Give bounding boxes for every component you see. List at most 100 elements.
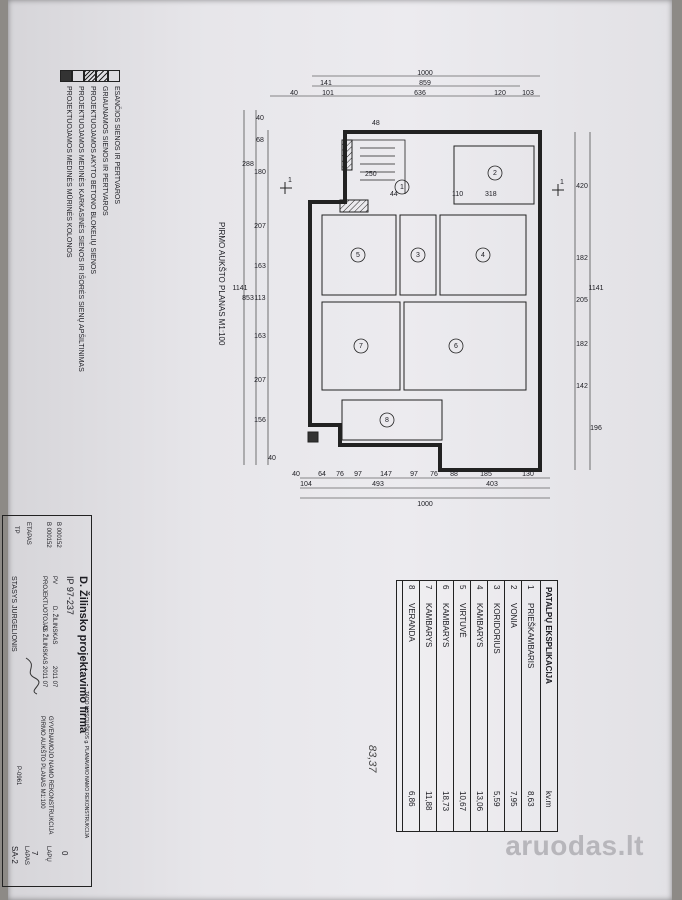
role-name: D. ŽILINSKAS <box>41 626 47 665</box>
dim-label: 40 <box>256 115 264 122</box>
dim-label: 1000 <box>417 70 433 77</box>
row-number: 6 <box>441 585 450 590</box>
row-number: 4 <box>475 585 484 590</box>
dim-label: 64 <box>318 471 326 478</box>
dim-label: 1141 <box>588 285 603 292</box>
inner-dim-label: 48 <box>372 120 380 127</box>
address: TADO KOSCIUŠKOS g. PLANAVIMO NAMO REKONS… <box>83 691 89 839</box>
stairs <box>350 139 406 194</box>
object-title: GYVENAMOJO NAMO REKONSTRUKCIJA <box>47 716 53 835</box>
dim-label: 104 <box>300 481 312 488</box>
row-area: 11,88 <box>424 791 433 811</box>
room-5-outline <box>321 214 397 296</box>
room-marker <box>350 247 366 263</box>
legend-item: ESANČIOS SIENOS IR PERTVAROS <box>113 86 120 204</box>
legend-swatch <box>84 70 96 82</box>
legend-swatch <box>96 70 108 82</box>
dim-label: 403 <box>486 481 498 488</box>
dim-label: 88 <box>450 471 458 478</box>
row-area: 18,73 <box>441 791 450 812</box>
role-date: 2011 07 <box>41 666 47 688</box>
dimension-lines-bottom <box>300 477 550 499</box>
room-8-outline <box>341 399 443 441</box>
room-number: 1 <box>400 184 404 191</box>
inner-dim-label: 110 <box>452 191 463 198</box>
dimension-lines-left <box>243 110 269 465</box>
row-number: 7 <box>424 585 433 590</box>
room-7-outline <box>321 301 401 391</box>
dim-label: 196 <box>590 425 602 432</box>
dim-label: 97 <box>354 471 362 478</box>
row-name: KAMBARYS <box>441 603 450 648</box>
legend: ESANČIOS SIENOS IR PERTVAROS GRIAUNAMOS … <box>58 70 120 372</box>
sheets-label: LAPŲ <box>45 846 51 862</box>
inner-dim-label: 250 <box>365 171 377 178</box>
signature-scribble <box>25 657 40 695</box>
room-marker <box>379 412 395 428</box>
dimension-lines-right <box>574 132 591 470</box>
role-date: 2011 07 <box>51 666 57 688</box>
watermark: aruodas.lt <box>505 830 644 861</box>
row-name: KAMBARYS <box>424 603 433 648</box>
object-subtitle: PIRMO AUKŠTO PLANAS M1:100 <box>39 716 45 809</box>
dim-label: 130 <box>522 471 534 478</box>
row-area: 5,59 <box>492 791 501 807</box>
row-name: VERANDA <box>407 603 416 642</box>
role: PV <box>51 576 57 585</box>
dim-label: 120 <box>494 90 506 97</box>
dim-label: 182 <box>576 341 588 348</box>
column <box>307 431 319 443</box>
room-number: 2 <box>493 170 497 177</box>
dim-label: 853 <box>242 295 254 302</box>
section-mark-right <box>552 184 564 196</box>
row-name: KAMBARYS <box>475 603 484 648</box>
plan-title: PIRMO AUKŠTO PLANAS M1:100 <box>217 222 226 346</box>
room-marker <box>475 247 491 263</box>
row-area: 13,06 <box>475 791 484 812</box>
role-name: D. ŽILINSKAS <box>51 606 57 645</box>
dim-label: 40 <box>292 471 300 478</box>
dim-label: 205 <box>576 297 588 304</box>
id-field: B 000152 <box>45 522 51 548</box>
dim-label: 141 <box>320 80 332 87</box>
page-code: P-0961 <box>15 766 21 786</box>
dim-label: 97 <box>410 471 418 478</box>
dim-label: 859 <box>419 80 431 87</box>
row-area: 10,67 <box>458 791 467 812</box>
legend-item: PROJEKTUOJAMOS MEDINĖS KARKASINĖS SIENOS… <box>77 86 84 372</box>
legend-item: GRIAUNAMOS SIENOS IR PERTVAROS <box>101 86 108 216</box>
dim-label: 420 <box>576 183 588 190</box>
dim-label: 68 <box>256 137 264 144</box>
room-marker <box>410 247 426 263</box>
hatched-wall <box>339 199 369 213</box>
dim-label: 185 <box>480 471 492 478</box>
room-6-outline <box>403 301 527 391</box>
dim-label: 156 <box>254 417 266 424</box>
row-name: VIRTUVĖ <box>458 603 467 638</box>
dim-label: 207 <box>254 377 266 384</box>
dim-label: 493 <box>372 481 384 488</box>
firm-code: IP 97-237 <box>65 576 75 615</box>
dim-label: 1000 <box>417 501 433 508</box>
legend-swatch <box>72 70 84 82</box>
dim-label: 113 <box>254 295 265 302</box>
stage-label: ETAPAS <box>25 522 31 545</box>
room-number: 7 <box>359 343 363 350</box>
hatched-wall <box>341 139 353 171</box>
row-number: 5 <box>458 585 467 590</box>
room-marker <box>487 165 503 181</box>
legend-item: PROJEKTUOJAMOS MEDINĖS MŪRINĖS KOLONOS <box>65 86 72 258</box>
sheets: 7 <box>30 851 39 856</box>
legend-swatch <box>108 70 120 82</box>
section-mark-label: 1 <box>560 179 564 186</box>
row-area: 6,86 <box>407 791 416 807</box>
room-3-outline <box>399 214 437 296</box>
dim-label: 40 <box>290 90 298 97</box>
